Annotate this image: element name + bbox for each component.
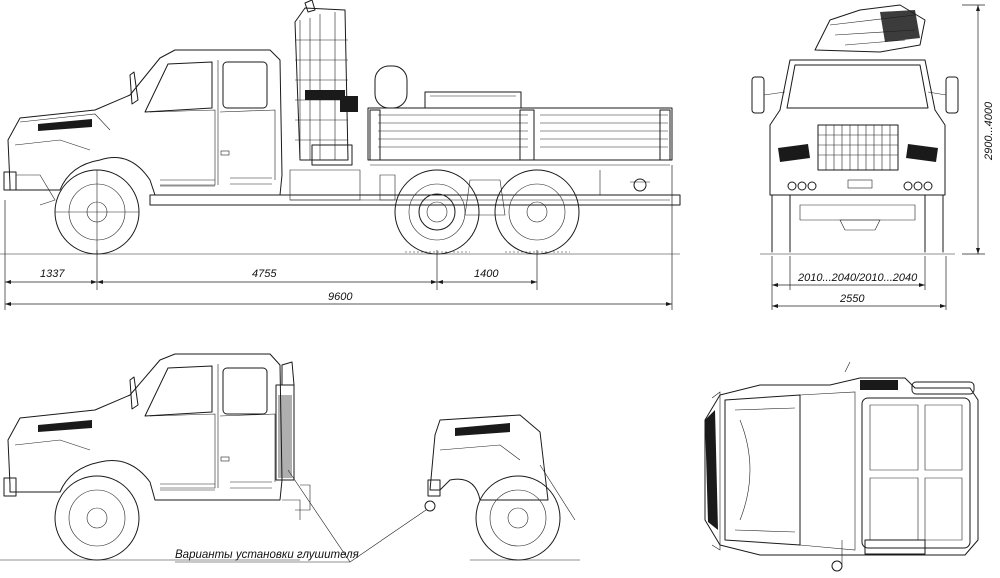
overall-height-dim: 2900...4000	[983, 101, 995, 161]
front-overhang-dim: 1337	[40, 268, 65, 280]
cab-side-view-exhaust	[0, 353, 311, 561]
muffler-variants-note: Варианты установки глушителя	[175, 549, 359, 561]
side-view-crane-truck: 1337 4755 1400 9600	[0, 0, 681, 310]
track-width-dim: 2010...2040/2010...2040	[797, 272, 918, 284]
rear-wheel-1	[394, 169, 480, 255]
side-view-dimensions: 1337 4755 1400 9600	[4, 165, 673, 310]
wheelbase-dim: 4755	[252, 268, 277, 280]
front-view-dimensions: 2010...2040/2010...2040 2550 2900...4000	[771, 4, 995, 310]
cab-front-wheel	[54, 475, 140, 561]
overall-width-dim: 2550	[839, 293, 865, 305]
front-wheel	[54, 169, 140, 255]
overall-length-dim: 9600	[328, 291, 353, 303]
alt-exhaust-view	[424, 414, 580, 561]
front-view: 2010...2040/2010...2040 2550 2900...4000	[751, 4, 995, 310]
rear-axle-spacing-dim: 1400	[474, 268, 499, 280]
alt-front-wheel	[475, 475, 561, 561]
top-view	[704, 361, 979, 572]
rear-wheel-2	[494, 169, 580, 255]
